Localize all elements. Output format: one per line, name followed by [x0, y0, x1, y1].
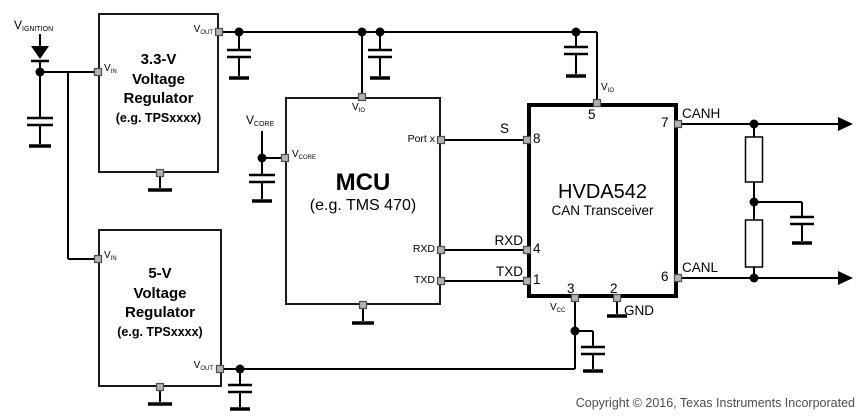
- reg3v3-vout-label: VOUT: [193, 24, 213, 37]
- pin-number-3: 3: [567, 281, 575, 296]
- reg5v-title-line3: Regulator: [124, 304, 195, 321]
- termination-resistor-bottom: [744, 219, 764, 268]
- termination-resistor-top: [744, 136, 764, 183]
- reg5v-title-line1: 5-V: [148, 265, 172, 282]
- pin-number-2: 2: [610, 281, 618, 296]
- mcu-title-text: MCU: [335, 169, 391, 196]
- reg3v3-title: 3.3-V Voltage Regulator (e.g. TPSxxxx): [98, 50, 219, 128]
- hvda-vcc-label: VCC: [550, 302, 566, 315]
- pin-number-7: 7: [661, 115, 669, 130]
- mcu-rxd-label: RXD: [412, 243, 435, 255]
- signal-txd-label: TXD: [496, 264, 523, 279]
- signal-s-label: S: [500, 121, 510, 136]
- v-ignition-label: VIGNITION: [14, 18, 54, 33]
- pin-number-5: 5: [588, 107, 596, 122]
- reg5v-vout-label: VOUT: [193, 360, 213, 373]
- copyright-text: Copyright © 2016, Texas Instruments Inco…: [575, 396, 855, 410]
- hvda542-subtitle: CAN Transceiver: [551, 203, 654, 218]
- signal-canl-label: CANL: [682, 260, 719, 275]
- canh-arrow-icon: [838, 117, 853, 131]
- reg3v3-title-line2: Voltage: [131, 70, 186, 88]
- reg3v3-title-line3: Regulator: [123, 90, 194, 107]
- pin-number-4: 4: [533, 241, 541, 256]
- pin-number-8: 8: [533, 131, 541, 146]
- v-core-net-label: VCORE: [246, 113, 275, 128]
- pin-number-6: 6: [661, 269, 669, 284]
- reg5v-title: 5-V Voltage Regulator (e.g. TPSxxxx): [98, 264, 222, 342]
- reg5v-title-line2: Voltage: [133, 284, 187, 302]
- canl-arrow-icon: [838, 271, 853, 285]
- hvda542-title: HVDA542 CAN Transceiver: [527, 181, 678, 219]
- signal-canh-label: CANH: [682, 106, 721, 121]
- mcu-title: MCU (e.g. TMS 470): [285, 170, 441, 215]
- mcu-txd-label: TXD: [414, 274, 435, 286]
- reg3v3-title-line1: 3.3-V: [140, 51, 177, 68]
- mcu-subtitle: (e.g. TMS 470): [309, 197, 417, 214]
- diode-icon: [31, 46, 49, 59]
- mcu-vio-label: VIO: [352, 102, 366, 115]
- mcu-portx-label: Port x: [407, 133, 435, 145]
- hvda-vio-label: VIO: [601, 82, 615, 95]
- reg3v3-subtitle: (e.g. TPSxxxx): [115, 110, 202, 125]
- reg3v3-vin-label: VIN: [104, 63, 117, 76]
- reg5v-vin-label: VIN: [104, 250, 117, 263]
- hvda542-title-text: HVDA542: [558, 181, 647, 203]
- hvda-gnd-label: GND: [624, 303, 654, 318]
- signal-rxd-label: RXD: [494, 233, 523, 248]
- pin-number-1: 1: [533, 272, 541, 287]
- reg5v-subtitle: (e.g. TPSxxxx): [117, 324, 203, 339]
- mcu-vcore-pin-label: VCORE: [292, 149, 317, 162]
